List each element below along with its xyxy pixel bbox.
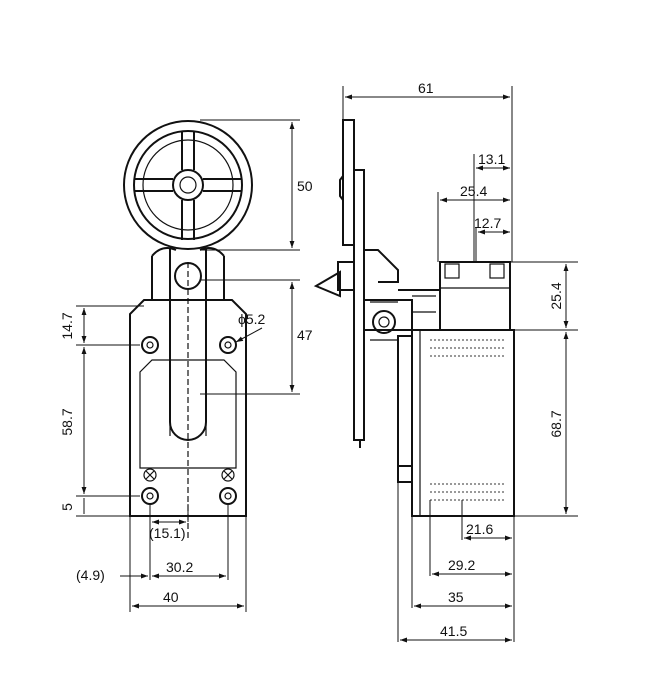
dim-label: 68.7 — [548, 410, 564, 437]
roller-wheel — [123, 120, 253, 250]
dim-label: 14.7 — [59, 312, 75, 339]
dim-label: 50 — [297, 178, 313, 194]
dim-label: 61 — [418, 80, 434, 96]
dim-label: ϕ5.2 — [238, 311, 266, 327]
dim-label: 40 — [163, 589, 179, 605]
dim-side-bottom: 21.6 29.2 35 41.5 — [397, 482, 515, 643]
dim-wheel-diameter: 50 — [200, 119, 313, 251]
dim-label: 12.7 — [474, 215, 501, 231]
dim-side-top: 61 13.1 25.4 12.7 — [342, 80, 513, 262]
dim-label: 47 — [297, 327, 313, 343]
actuator-side — [313, 249, 441, 341]
switch-body-side — [397, 329, 515, 517]
dim-label: 21.6 — [466, 521, 493, 537]
dim-label: 30.2 — [166, 559, 193, 575]
dim-label: 5 — [59, 503, 75, 511]
dim-lever-length: 47 — [200, 279, 313, 395]
dim-left-verticals: 14.7 58.7 5 — [59, 305, 144, 517]
roller-plate-side — [339, 119, 365, 448]
dim-label: 58.7 — [59, 408, 75, 435]
dim-bottom-horizontals: (15.1) (4.9) 30.2 40 — [76, 504, 247, 612]
side-view: 61 13.1 25.4 12.7 25.4 68.7 21.6 29.2 — [313, 80, 578, 643]
dim-label: 13.1 — [478, 151, 505, 167]
dim-label: 25.4 — [548, 282, 564, 309]
dim-label: 29.2 — [448, 557, 475, 573]
dim-side-right: 25.4 68.7 — [510, 261, 578, 517]
dim-label: (15.1) — [149, 525, 186, 541]
dim-label: 35 — [448, 589, 464, 605]
dim-label: 41.5 — [440, 623, 467, 639]
switch-body — [129, 299, 247, 517]
dim-hole-diameter: ϕ5.2 — [235, 311, 266, 343]
switch-head-side — [439, 261, 511, 331]
dim-label: (4.9) — [76, 567, 105, 583]
dim-label: 25.4 — [460, 183, 487, 199]
front-view: 50 47 ϕ5.2 14.7 58.7 5 (15.1) — [59, 119, 313, 612]
